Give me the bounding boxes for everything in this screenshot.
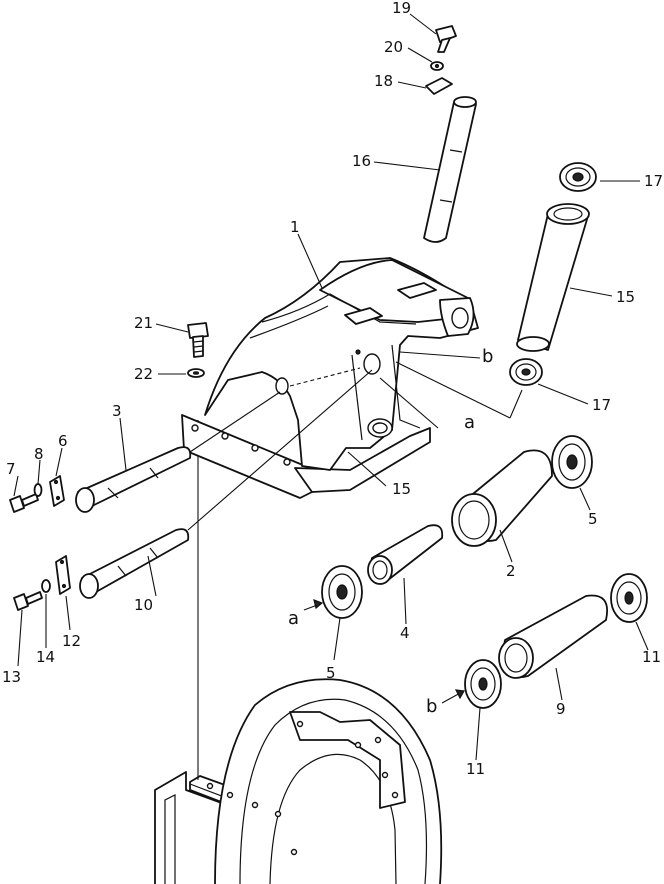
nut-20 xyxy=(430,61,444,71)
callout-15-top: 15 xyxy=(616,288,635,306)
spacer-9 xyxy=(498,594,608,679)
callout-13: 13 xyxy=(2,668,21,686)
callout-17-top: 17 xyxy=(644,172,663,190)
bolt-13 xyxy=(13,591,43,611)
callout-18: 18 xyxy=(374,72,393,90)
leader-lines xyxy=(13,13,649,761)
callout-labels: 19 20 18 16 17 15 1 21 22 17 15 3 6 8 7 … xyxy=(2,0,663,778)
bolt-7 xyxy=(9,493,39,513)
callout-17-bottom: 17 xyxy=(592,396,611,414)
callout-9: 9 xyxy=(556,700,566,718)
callout-8: 8 xyxy=(34,445,44,463)
axis-line-pin-10 xyxy=(187,369,373,531)
bolt-19 xyxy=(435,25,457,53)
ref-b-left: b xyxy=(426,696,437,717)
bearing-17-top xyxy=(559,162,597,192)
callout-5-left: 5 xyxy=(326,664,336,682)
ref-a-left: a xyxy=(288,608,299,629)
ref-a-right: a xyxy=(464,412,475,433)
lock-plate-12 xyxy=(55,555,71,595)
washer-8 xyxy=(33,483,43,497)
line-a-upper xyxy=(379,377,439,429)
callout-11-right: 11 xyxy=(642,648,661,666)
callout-7: 7 xyxy=(6,460,16,478)
bracket-housing xyxy=(181,257,479,499)
callout-14: 14 xyxy=(36,648,55,666)
callout-10: 10 xyxy=(134,596,153,614)
callout-22: 22 xyxy=(134,365,153,383)
callout-4: 4 xyxy=(400,624,410,642)
pin-10 xyxy=(79,528,190,599)
pin-3 xyxy=(75,446,192,513)
bearing-11-left xyxy=(464,659,502,709)
callout-19: 19 xyxy=(392,0,411,17)
bearing-5-right xyxy=(551,435,593,489)
line-b-lower2 xyxy=(509,389,523,419)
callout-3: 3 xyxy=(112,402,122,420)
track-frame xyxy=(154,678,443,884)
callout-12: 12 xyxy=(62,632,81,650)
arrowheads xyxy=(313,599,465,700)
axis-line-pin-3-hidden xyxy=(289,367,361,387)
axis-line-pin-3 xyxy=(189,391,281,453)
ref-b-right: b xyxy=(482,346,493,367)
callout-11-left: 11 xyxy=(466,760,485,778)
shaft-16 xyxy=(423,96,477,243)
callout-1: 1 xyxy=(290,218,300,236)
bearing-17-bottom xyxy=(509,358,543,386)
callout-5-right: 5 xyxy=(588,510,598,528)
line-b-lower xyxy=(395,361,511,419)
bearing-11-right xyxy=(610,573,648,623)
callout-21: 21 xyxy=(134,314,153,332)
callout-6: 6 xyxy=(58,432,68,450)
washer-22 xyxy=(187,368,205,378)
lock-plate-6 xyxy=(49,475,65,507)
callout-20: 20 xyxy=(384,38,403,56)
bolt-21 xyxy=(187,322,209,358)
spacer-2 xyxy=(451,449,553,547)
callout-15-bottom: 15 xyxy=(392,480,411,498)
bearing-5-left xyxy=(321,565,363,619)
spacer-4 xyxy=(367,524,444,585)
sleeve-15 xyxy=(516,203,590,352)
washer-14 xyxy=(41,579,51,593)
lock-plate-18 xyxy=(425,77,453,95)
line-b-upper xyxy=(399,351,481,359)
callout-2: 2 xyxy=(506,562,516,580)
callout-16: 16 xyxy=(352,152,371,170)
